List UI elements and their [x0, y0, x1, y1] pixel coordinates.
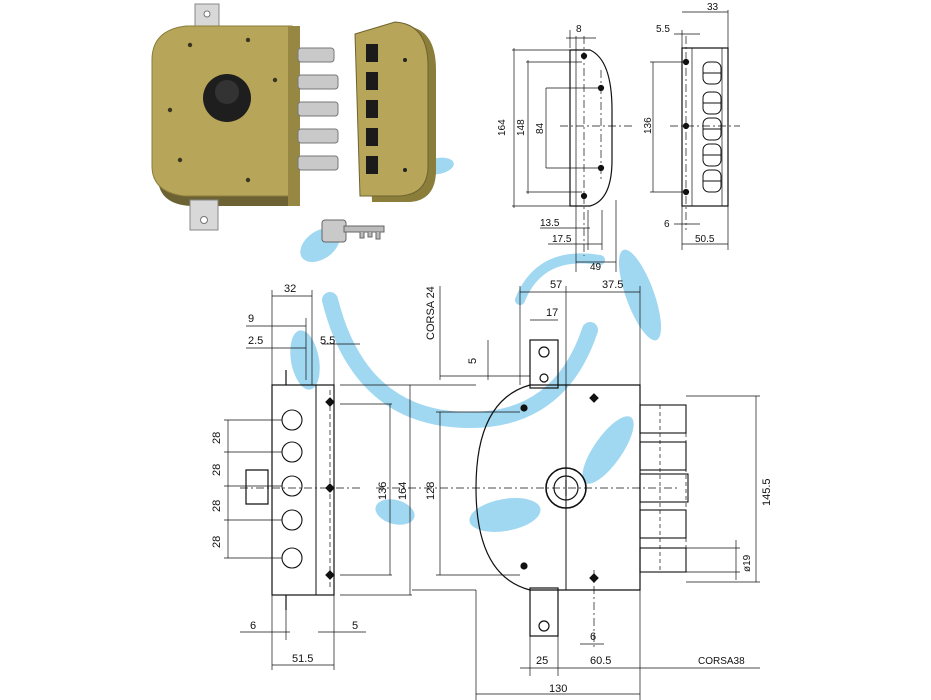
main-dim-37-5: 37.5 [602, 279, 623, 291]
top-dim-17-5: 17.5 [552, 234, 572, 245]
main-dim-5: 5 [467, 358, 479, 364]
top-dim-5-5: 5.5 [656, 24, 670, 35]
left-dim-28-a: 28 [211, 432, 223, 444]
main-dim-128: 128 [425, 482, 437, 500]
main-dim-phi19: ø19 [742, 554, 753, 572]
left-dim-9: 9 [248, 313, 254, 325]
left-dim-6: 6 [250, 620, 256, 632]
main-dim-25: 25 [536, 655, 548, 667]
keeper-front-drawing [512, 30, 632, 272]
lock-side-drawing [224, 290, 412, 670]
left-dim-5-5: 5.5 [320, 335, 335, 347]
top-dim-13-5: 13.5 [540, 218, 560, 229]
left-dim-32: 32 [284, 283, 296, 295]
top-dim-8: 8 [576, 24, 582, 35]
left-dim-28-d: 28 [211, 536, 223, 548]
top-dim-164: 164 [497, 119, 508, 136]
left-dim-2-5: 2.5 [248, 335, 263, 347]
top-dim-6: 6 [664, 219, 670, 230]
main-label-corsa-24: CORSA 24 [425, 286, 437, 340]
main-dim-60-5: 60.5 [590, 655, 611, 667]
top-dim-33: 33 [707, 2, 719, 13]
main-dim-130: 130 [549, 683, 567, 695]
left-dim-164: 164 [397, 482, 409, 500]
top-dim-49: 49 [590, 262, 602, 273]
top-dim-148: 148 [516, 119, 527, 136]
main-dim-57: 57 [550, 279, 562, 291]
main-dim-6: 6 [590, 631, 596, 643]
left-dim-28-c: 28 [211, 500, 223, 512]
strike-keeper-photo [354, 21, 436, 202]
key-photo [321, 219, 385, 243]
left-dim-136: 136 [377, 482, 389, 500]
main-dim-17: 17 [546, 307, 558, 319]
left-dim-28-b: 28 [211, 464, 223, 476]
watermark-logo [290, 157, 662, 532]
keeper-side-drawing [650, 10, 740, 250]
main-label-corsa-38: CORSA38 [698, 656, 745, 667]
left-dim-5: 5 [352, 620, 358, 632]
left-dim-51-5: 51.5 [292, 653, 313, 665]
main-dim-145-5: 145.5 [761, 478, 773, 506]
lock-body-photo [151, 3, 339, 231]
lock-front-drawing [376, 286, 760, 700]
top-dim-136: 136 [643, 117, 654, 134]
top-dim-84: 84 [535, 122, 546, 134]
top-dim-50-5: 50.5 [695, 234, 715, 245]
